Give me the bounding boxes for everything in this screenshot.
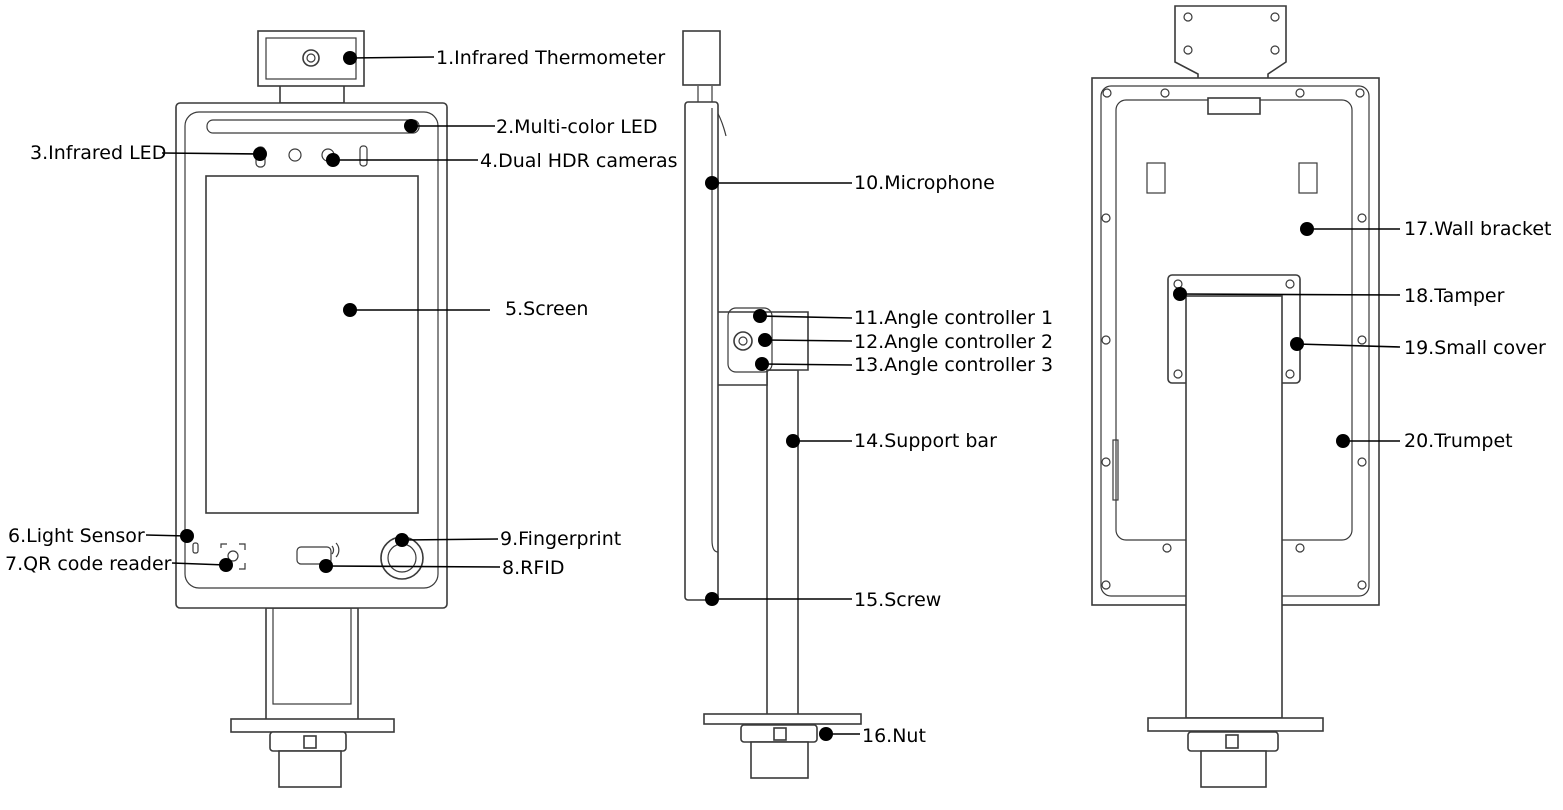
callout-12-dot <box>758 333 772 347</box>
label-microphone: 10.Microphone <box>854 172 995 194</box>
label-infrared-thermometer: 1.Infrared Thermometer <box>436 47 665 69</box>
callout-15-dot <box>705 592 719 606</box>
front-view <box>175 30 448 788</box>
callout-16-dot <box>819 727 833 741</box>
side-body <box>682 30 727 601</box>
label-light-sensor: 6.Light Sensor <box>8 525 145 547</box>
callout-19: 19.Small cover <box>1290 337 1546 359</box>
back-stand <box>1147 274 1324 788</box>
label-support-bar: 14.Support bar <box>854 430 997 452</box>
label-nut: 16.Nut <box>862 725 926 747</box>
callout-1-dot <box>343 51 357 65</box>
callout-14-dot <box>786 434 800 448</box>
callout-8: 8.RFID <box>319 557 565 579</box>
label-trumpet: 20.Trumpet <box>1404 430 1513 452</box>
callout-3-dot <box>253 147 267 161</box>
thermometer-module <box>257 30 365 104</box>
callout-17: 17.Wall bracket <box>1300 218 1551 240</box>
callout-13: 13.Angle controller 3 <box>755 354 1053 376</box>
callout-11-dot <box>753 309 767 323</box>
label-dual-hdr-cameras: 4.Dual HDR cameras <box>480 150 678 172</box>
label-wall-bracket: 17.Wall bracket <box>1404 218 1551 240</box>
callout-5-dot <box>343 303 357 317</box>
callout-1: 1.Infrared Thermometer <box>343 47 665 69</box>
callout-18-dot <box>1173 287 1187 301</box>
callout-20-dot <box>1336 434 1350 448</box>
label-screen: 5.Screen <box>505 298 588 320</box>
label-angle-controller-3: 13.Angle controller 3 <box>854 354 1053 376</box>
callout-19-dot <box>1290 337 1304 351</box>
callout-6: 6.Light Sensor <box>8 525 194 547</box>
callout-10: 10.Microphone <box>705 172 995 194</box>
label-angle-controller-2: 12.Angle controller 2 <box>854 331 1053 353</box>
back-view <box>1091 5 1380 788</box>
front-housing <box>175 102 448 609</box>
callout-3: 3.Infrared LED <box>30 142 267 164</box>
callout-4: 4.Dual HDR cameras <box>326 150 678 172</box>
callout-13-dot <box>755 357 769 371</box>
callout-7: 7.QR code reader <box>5 553 233 575</box>
callout-17-dot <box>1300 222 1314 236</box>
label-multi-color-led: 2.Multi-color LED <box>496 116 657 138</box>
callout-7-dot <box>219 558 233 572</box>
label-small-cover: 19.Small cover <box>1404 337 1546 359</box>
callout-14: 14.Support bar <box>786 430 997 452</box>
callout-16: 16.Nut <box>819 725 926 747</box>
callout-10-dot <box>705 176 719 190</box>
callout-11: 11.Angle controller 1 <box>753 307 1053 329</box>
callout-8-dot <box>319 559 333 573</box>
callout-15: 15.Screw <box>705 589 941 611</box>
callout-12: 12.Angle controller 2 <box>758 331 1053 353</box>
side-bracket <box>716 307 809 386</box>
callout-4-dot <box>326 153 340 167</box>
label-angle-controller-1: 11.Angle controller 1 <box>854 307 1053 329</box>
label-screw: 15.Screw <box>854 589 941 611</box>
label-infrared-led: 3.Infrared LED <box>30 142 166 164</box>
label-fingerprint: 9.Fingerprint <box>500 528 621 550</box>
callout-20: 20.Trumpet <box>1336 430 1513 452</box>
callout-2-dot <box>404 119 418 133</box>
label-tamper: 18.Tamper <box>1404 285 1505 307</box>
callout-6-dot <box>180 529 194 543</box>
side-stand <box>703 369 862 779</box>
callout-18: 18.Tamper <box>1173 285 1505 307</box>
callout-5: 5.Screen <box>343 298 588 320</box>
label-qr-code-reader: 7.QR code reader <box>5 553 172 575</box>
front-stand <box>230 607 395 788</box>
callout-9: 9.Fingerprint <box>395 528 621 550</box>
callout-2: 2.Multi-color LED <box>404 116 657 138</box>
label-rfid: 8.RFID <box>502 557 565 579</box>
callout-9-dot <box>395 533 409 547</box>
side-view <box>682 30 862 779</box>
